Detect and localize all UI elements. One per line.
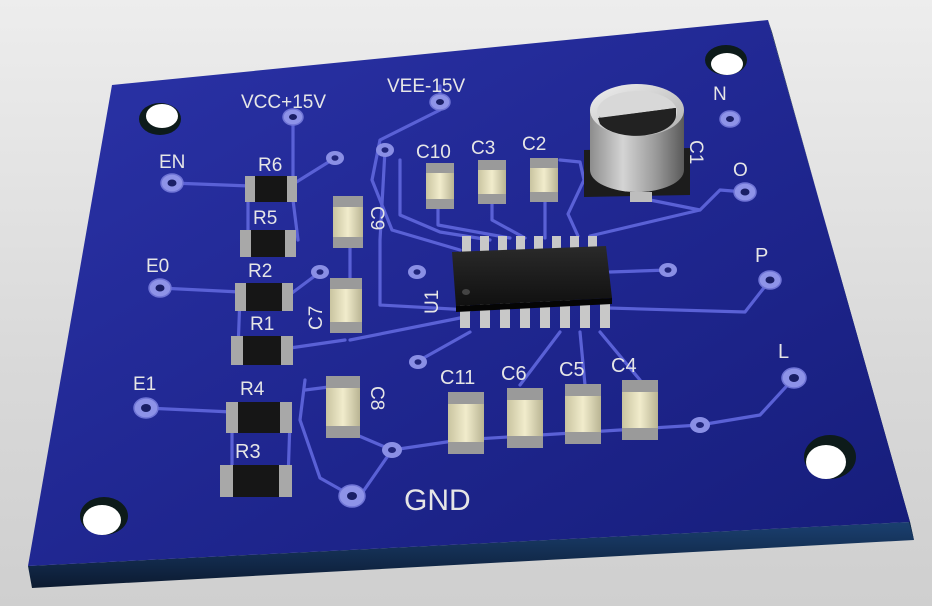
label-gnd: GND: [404, 484, 471, 517]
label-vee: VEE-15V: [387, 76, 465, 97]
via: [382, 442, 402, 458]
designator-r5: R5: [253, 208, 277, 229]
resistor-r4: [226, 402, 292, 433]
label-l: L: [778, 341, 789, 363]
mounting-hole-bottom-left: [80, 497, 128, 535]
capacitor-c6: [507, 388, 543, 448]
capacitor-c5: [565, 384, 601, 444]
capacitor-c3: [478, 160, 506, 204]
label-e0: E0: [146, 256, 169, 277]
pad-l[interactable]: [781, 367, 807, 389]
designator-r2: R2: [248, 261, 272, 282]
capacitor-c1: [584, 84, 690, 202]
designator-c5: C5: [559, 359, 585, 381]
designator-c9: C9: [366, 206, 387, 230]
mounting-hole-bottom-right: [804, 435, 856, 479]
label-vcc: VCC+15V: [241, 92, 326, 113]
ic-u1: [452, 236, 612, 328]
designator-c4: C4: [611, 355, 637, 377]
pad-n[interactable]: [719, 110, 741, 128]
copper-traces: [144, 84, 796, 498]
via: [311, 265, 329, 279]
pad-e0[interactable]: [148, 278, 172, 298]
designator-c11: C11: [440, 367, 475, 389]
designator-c7: C7: [306, 306, 327, 330]
label-p: P: [755, 245, 768, 267]
pad-p[interactable]: [758, 270, 782, 290]
resistor-r6: [245, 176, 297, 202]
label-en: EN: [159, 152, 185, 173]
capacitor-c2: [530, 158, 558, 202]
via: [376, 143, 394, 157]
pad-e1[interactable]: [133, 397, 159, 419]
resistor-r3: [220, 465, 292, 497]
capacitor-c7: [330, 278, 362, 333]
designator-c2: C2: [522, 134, 546, 155]
designator-c10: C10: [416, 142, 451, 163]
resistor-r2: [235, 283, 293, 311]
resistor-r5: [240, 230, 296, 257]
designator-r4: R4: [240, 379, 265, 400]
capacitor-c8: [326, 376, 360, 438]
capacitor-c4: [622, 380, 658, 440]
via: [326, 151, 344, 165]
via: [690, 417, 710, 433]
designator-c1: C1: [685, 140, 706, 164]
capacitor-c9: [333, 196, 363, 248]
via: [409, 355, 427, 369]
resistor-r1: [231, 336, 293, 365]
pad-vee[interactable]: [429, 93, 451, 111]
designator-r6: R6: [258, 155, 282, 176]
pad-o[interactable]: [733, 182, 757, 202]
mounting-hole-top-right: [705, 45, 747, 75]
designator-c6: C6: [501, 363, 527, 385]
designator-c8: C8: [366, 386, 387, 410]
pad-vcc[interactable]: [282, 108, 304, 126]
capacitor-c10: [426, 163, 454, 209]
via: [659, 263, 677, 277]
designator-r3: R3: [235, 441, 261, 463]
label-e1: E1: [133, 374, 156, 395]
label-o: O: [733, 160, 748, 181]
designator-c3: C3: [471, 138, 495, 159]
label-n: N: [713, 84, 727, 105]
mounting-hole-top-left: [139, 103, 181, 135]
pad-en[interactable]: [160, 173, 184, 193]
designator-u1: U1: [422, 290, 443, 314]
board-edge: [28, 522, 914, 588]
designator-r1: R1: [250, 314, 274, 335]
via: [408, 265, 426, 279]
capacitor-c11: [448, 392, 484, 454]
pad-gnd[interactable]: [338, 484, 366, 508]
